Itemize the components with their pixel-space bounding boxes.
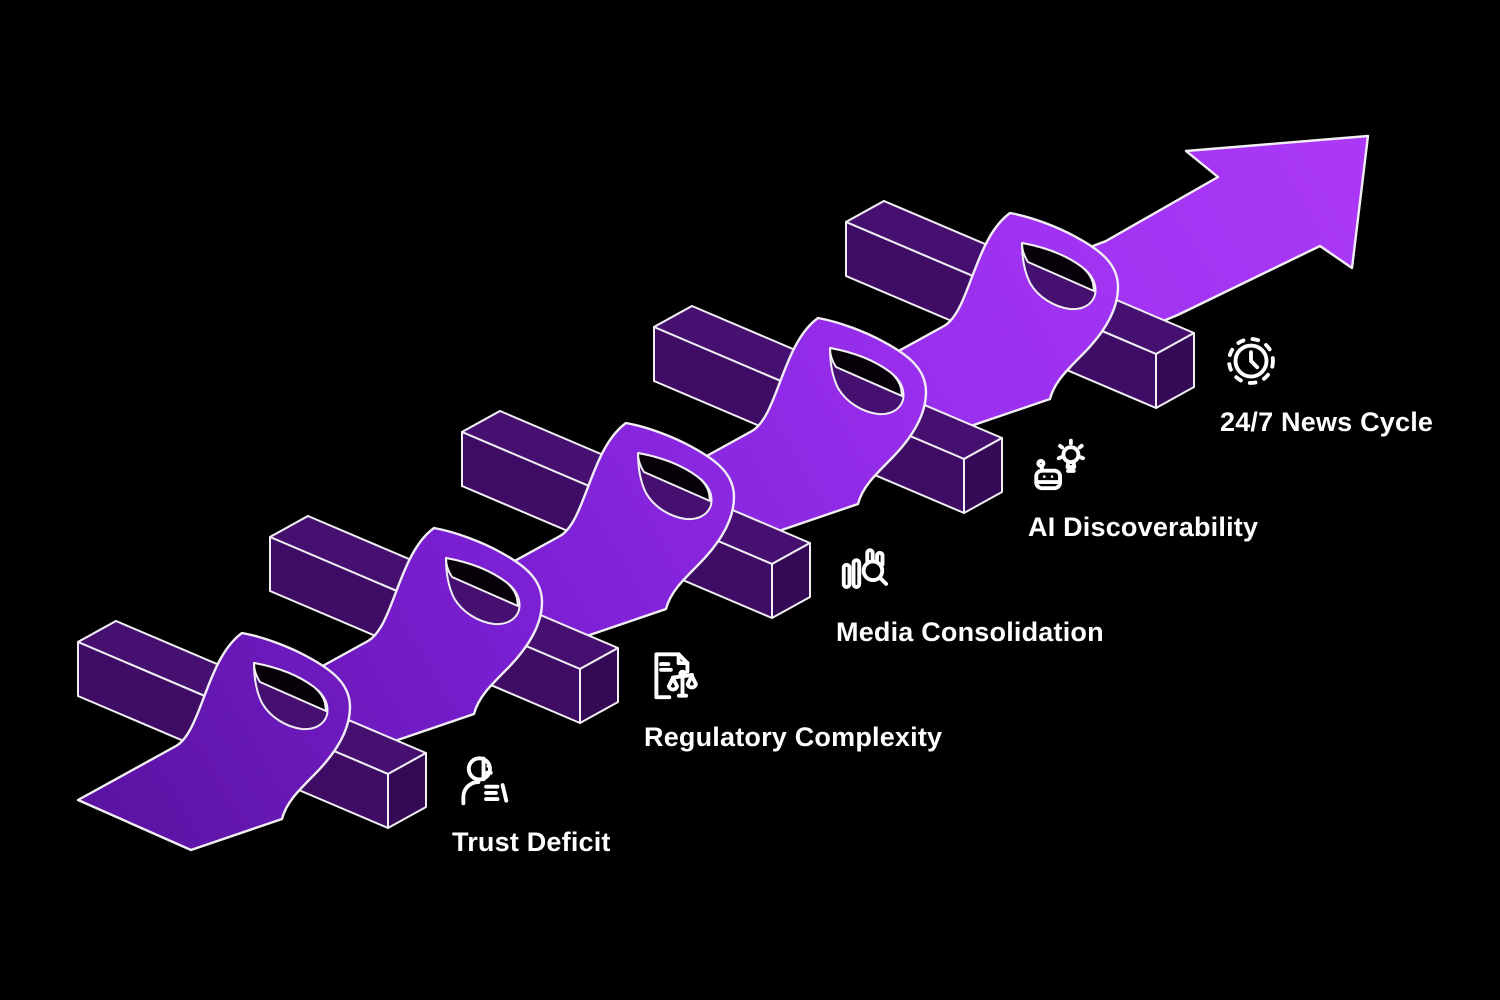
arch-shadow <box>829 347 903 397</box>
person-profile-icon <box>461 756 509 806</box>
milestone-label: 24/7 News Cycle <box>1220 407 1434 437</box>
hurdle-bar-right-end <box>963 437 1003 514</box>
milestone-label: Trust Deficit <box>452 827 611 857</box>
hurdle-bar-right-end <box>387 752 427 829</box>
milestone-label: Regulatory Complexity <box>644 722 943 752</box>
hurdle-bar-right-end <box>1155 332 1195 409</box>
hurdle-bar-right-end <box>771 542 811 619</box>
arch-shadow <box>1021 242 1095 292</box>
milestone-item-media-consolidation: Media Consolidation <box>836 540 1104 648</box>
arch-shadow <box>445 557 519 607</box>
clock-icon <box>1227 337 1275 385</box>
milestone-item-ai-discoverability: AI Discoverability <box>1028 435 1258 543</box>
document-scales-icon <box>654 652 698 700</box>
hurdle-bar-right-end <box>579 647 619 724</box>
milestone-item-24-7-news-cycle: 24/7 News Cycle <box>1220 330 1433 438</box>
milestone-item-trust-deficit: Trust Deficit <box>452 750 611 858</box>
arch-shadow <box>253 662 327 712</box>
arch-shadow <box>637 452 711 502</box>
milestone-label: Media Consolidation <box>836 617 1104 647</box>
robot-lightbulb-icon <box>1034 438 1085 491</box>
bar-chart-magnifier-icon <box>841 548 889 589</box>
milestone-item-regulatory-complexity: Regulatory Complexity <box>644 645 942 753</box>
milestone-label: AI Discoverability <box>1028 512 1259 542</box>
